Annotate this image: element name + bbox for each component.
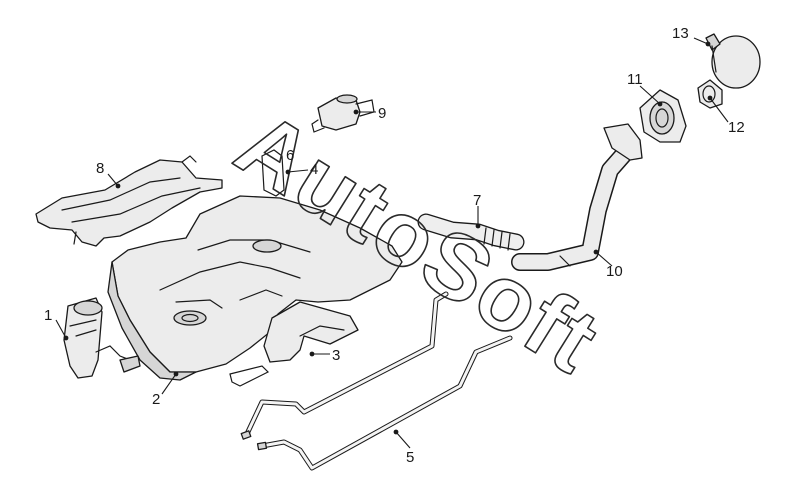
callout-4: 4 xyxy=(310,161,318,178)
fuel-tank-part-2 xyxy=(107,195,403,381)
fuel-pump-part-1 xyxy=(63,297,141,379)
callout-8: 8 xyxy=(96,160,104,177)
filler-neck-part-10 xyxy=(511,123,643,271)
callout-2: 2 xyxy=(152,391,160,408)
fuel-cap-part-12 xyxy=(697,79,723,109)
strap-bracket-part-3 xyxy=(229,301,359,387)
heat-shield-part-8 xyxy=(35,155,223,247)
callout-9: 9 xyxy=(378,105,386,122)
callout-12: 12 xyxy=(728,119,745,136)
callout-6: 6 xyxy=(286,147,294,164)
pipe-part-4 xyxy=(261,149,285,197)
callout-7: 7 xyxy=(473,192,481,209)
callout-labels: 1 2 3 4 5 6 7 8 9 10 11 12 13 xyxy=(44,25,745,466)
callout-11: 11 xyxy=(627,71,643,88)
filler-housing-part-11 xyxy=(639,89,687,143)
fuel-flap-part-13 xyxy=(705,33,761,89)
callout-1: 1 xyxy=(44,307,52,324)
valve-part-9 xyxy=(311,94,375,133)
vent-hose-part-7 xyxy=(417,213,525,251)
callout-13: 13 xyxy=(672,25,689,42)
callout-3: 3 xyxy=(332,347,340,364)
leader-lines xyxy=(55,37,729,449)
callout-5: 5 xyxy=(406,449,414,466)
callout-10: 10 xyxy=(606,263,623,280)
fuel-lines-part-5 xyxy=(240,291,513,471)
